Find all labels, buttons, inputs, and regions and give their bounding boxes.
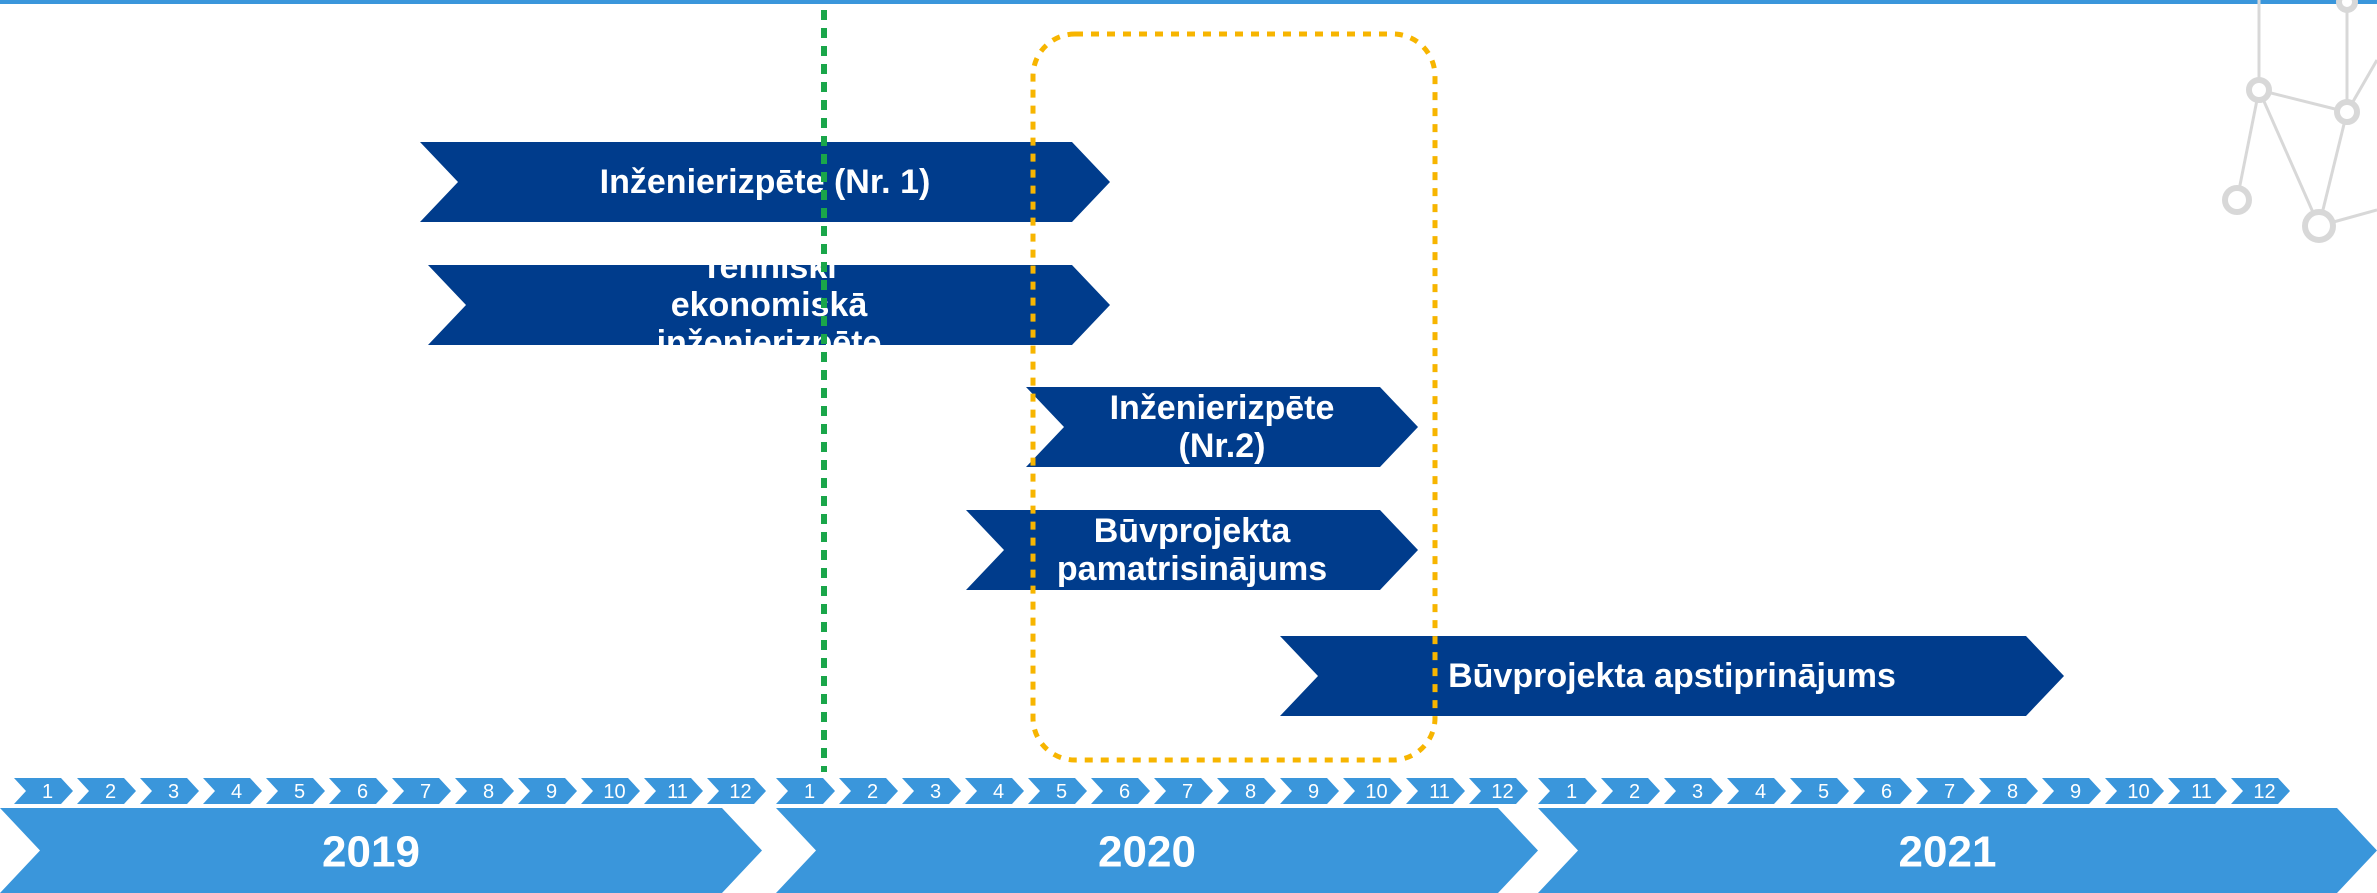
month-chevron: [1538, 778, 1597, 804]
year-band-2019: [0, 808, 762, 893]
month-label: 11: [2191, 781, 2212, 803]
month-chevron: [2042, 778, 2101, 804]
month-label: 1: [42, 781, 53, 803]
month-label: 2: [1629, 781, 1640, 803]
month-label: 4: [993, 781, 1004, 803]
month-chevron: [1469, 778, 1528, 804]
month-label: 10: [2127, 781, 2149, 803]
month-chevron: [1853, 778, 1912, 804]
month-chevron: [140, 778, 199, 804]
month-chevron: [902, 778, 961, 804]
month-label: 8: [1245, 781, 1256, 803]
month-chevron: [581, 778, 640, 804]
month-chevron: [2231, 778, 2290, 804]
month-label: 12: [1491, 781, 1513, 803]
month-label: 10: [1365, 781, 1387, 803]
month-chevron: [965, 778, 1024, 804]
month-chevron: [14, 778, 73, 804]
month-chevron: [1916, 778, 1975, 804]
month-label: 7: [420, 781, 431, 803]
month-label: 9: [546, 781, 557, 803]
month-label: 4: [231, 781, 242, 803]
month-chevron: [1343, 778, 1402, 804]
month-chevron: [392, 778, 451, 804]
top-accent-line: [0, 0, 2377, 4]
month-chevron: [1790, 778, 1849, 804]
month-label: 9: [2070, 781, 2081, 803]
month-chevron: [455, 778, 514, 804]
month-label: 2: [105, 781, 116, 803]
month-chevron: [203, 778, 262, 804]
month-chevron: [1979, 778, 2038, 804]
month-chevron: [644, 778, 703, 804]
month-label: 2: [867, 781, 878, 803]
month-chevron: [707, 778, 766, 804]
task-label: Inženierizpēte (Nr. 1): [599, 163, 931, 201]
month-label: 5: [1818, 781, 1829, 803]
month-chevron: [1601, 778, 1660, 804]
year-band-2021: [1538, 808, 2377, 893]
year-label: 2021: [1899, 828, 1997, 877]
month-label: 8: [483, 781, 494, 803]
month-chevron: [1217, 778, 1276, 804]
month-label: 6: [357, 781, 368, 803]
month-chevron: [1091, 778, 1150, 804]
month-label: 6: [1881, 781, 1892, 803]
month-label: 11: [667, 781, 688, 803]
month-label: 3: [168, 781, 179, 803]
month-label: 7: [1182, 781, 1193, 803]
month-label: 12: [729, 781, 751, 803]
month-label: 7: [1944, 781, 1955, 803]
month-label: 12: [2253, 781, 2275, 803]
month-label: 5: [294, 781, 305, 803]
month-chevron: [518, 778, 577, 804]
month-label: 5: [1056, 781, 1067, 803]
task-inzenierizpete-1: Inženierizpēte (Nr. 1): [420, 142, 1110, 222]
month-chevron: [1664, 778, 1723, 804]
month-chevron: [2168, 778, 2227, 804]
month-label: 8: [2007, 781, 2018, 803]
month-label: 1: [1566, 781, 1577, 803]
month-label: 1: [804, 781, 815, 803]
month-chevron: [77, 778, 136, 804]
network-decoration-icon: [2222, 0, 2377, 243]
month-chevron: [776, 778, 835, 804]
month-chevron: [329, 778, 388, 804]
month-chevron: [1727, 778, 1786, 804]
month-chevron: [1406, 778, 1465, 804]
month-chevron: [266, 778, 325, 804]
month-chevron: [2105, 778, 2164, 804]
month-label: 10: [603, 781, 625, 803]
year-label: 2019: [322, 828, 420, 877]
task-label: Būvprojekta apstiprinājums: [1448, 657, 1896, 695]
month-chevron: [839, 778, 898, 804]
month-label: 3: [1692, 781, 1703, 803]
month-label: 4: [1755, 781, 1766, 803]
year-label: 2020: [1098, 828, 1196, 877]
year-band-2020: [776, 808, 1538, 893]
month-chevron: [1154, 778, 1213, 804]
month-chevron: [1028, 778, 1087, 804]
month-label: 3: [930, 781, 941, 803]
month-label: 11: [1429, 781, 1450, 803]
month-label: 9: [1308, 781, 1319, 803]
month-label: 6: [1119, 781, 1130, 803]
month-chevron: [1280, 778, 1339, 804]
